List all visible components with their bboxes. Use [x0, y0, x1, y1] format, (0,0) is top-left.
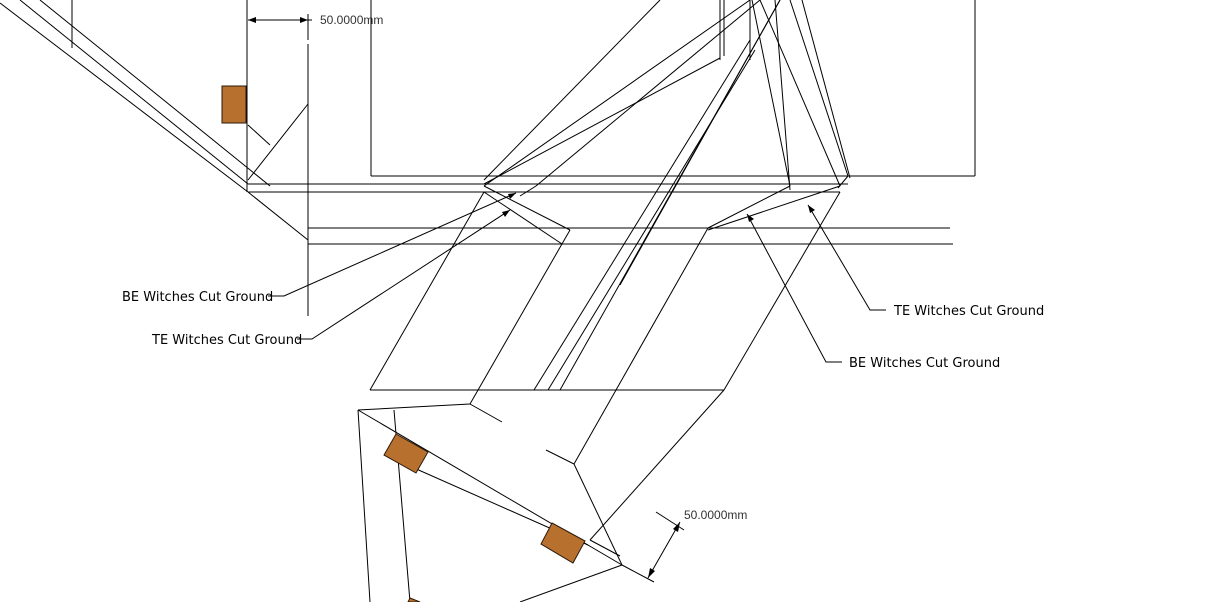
top-dimension: [248, 14, 312, 40]
callout-left-te-label: TE Witches Cut Ground: [151, 333, 302, 348]
top-left-rafter: [0, 0, 309, 241]
ground-block-bottom-left: [383, 433, 429, 474]
bottom-dimension-label: 50.0000mm: [684, 508, 747, 522]
callout-left-be: BE Witches Cut Ground: [122, 192, 517, 305]
long-diagonal-members: [369, 0, 841, 465]
diagonal-members-right: [707, 0, 851, 231]
top-dimension-label: 50.0000mm: [320, 13, 383, 27]
horizontal-beam: [248, 183, 953, 245]
callout-right-te: TE Witches Cut Ground: [807, 204, 1044, 319]
bottom-dimension: [621, 511, 685, 583]
ground-block-top-left: [221, 85, 247, 124]
callout-left-te: TE Witches Cut Ground: [151, 209, 511, 348]
ground-block-bottom-edge: [407, 597, 421, 602]
callout-right-be: BE Witches Cut Ground: [746, 213, 1000, 371]
left-wall-post: [246, 0, 309, 316]
ground-block-bottom-right: [540, 522, 586, 564]
diagonal-members-left: [483, 0, 761, 245]
top-frame-rectangle: [370, 0, 976, 177]
callout-left-be-label: BE Witches Cut Ground: [122, 290, 273, 305]
callout-right-be-label: BE Witches Cut Ground: [849, 356, 1000, 371]
callout-right-te-label: TE Witches Cut Ground: [893, 304, 1044, 319]
bottom-rotated-frame: [357, 389, 725, 602]
